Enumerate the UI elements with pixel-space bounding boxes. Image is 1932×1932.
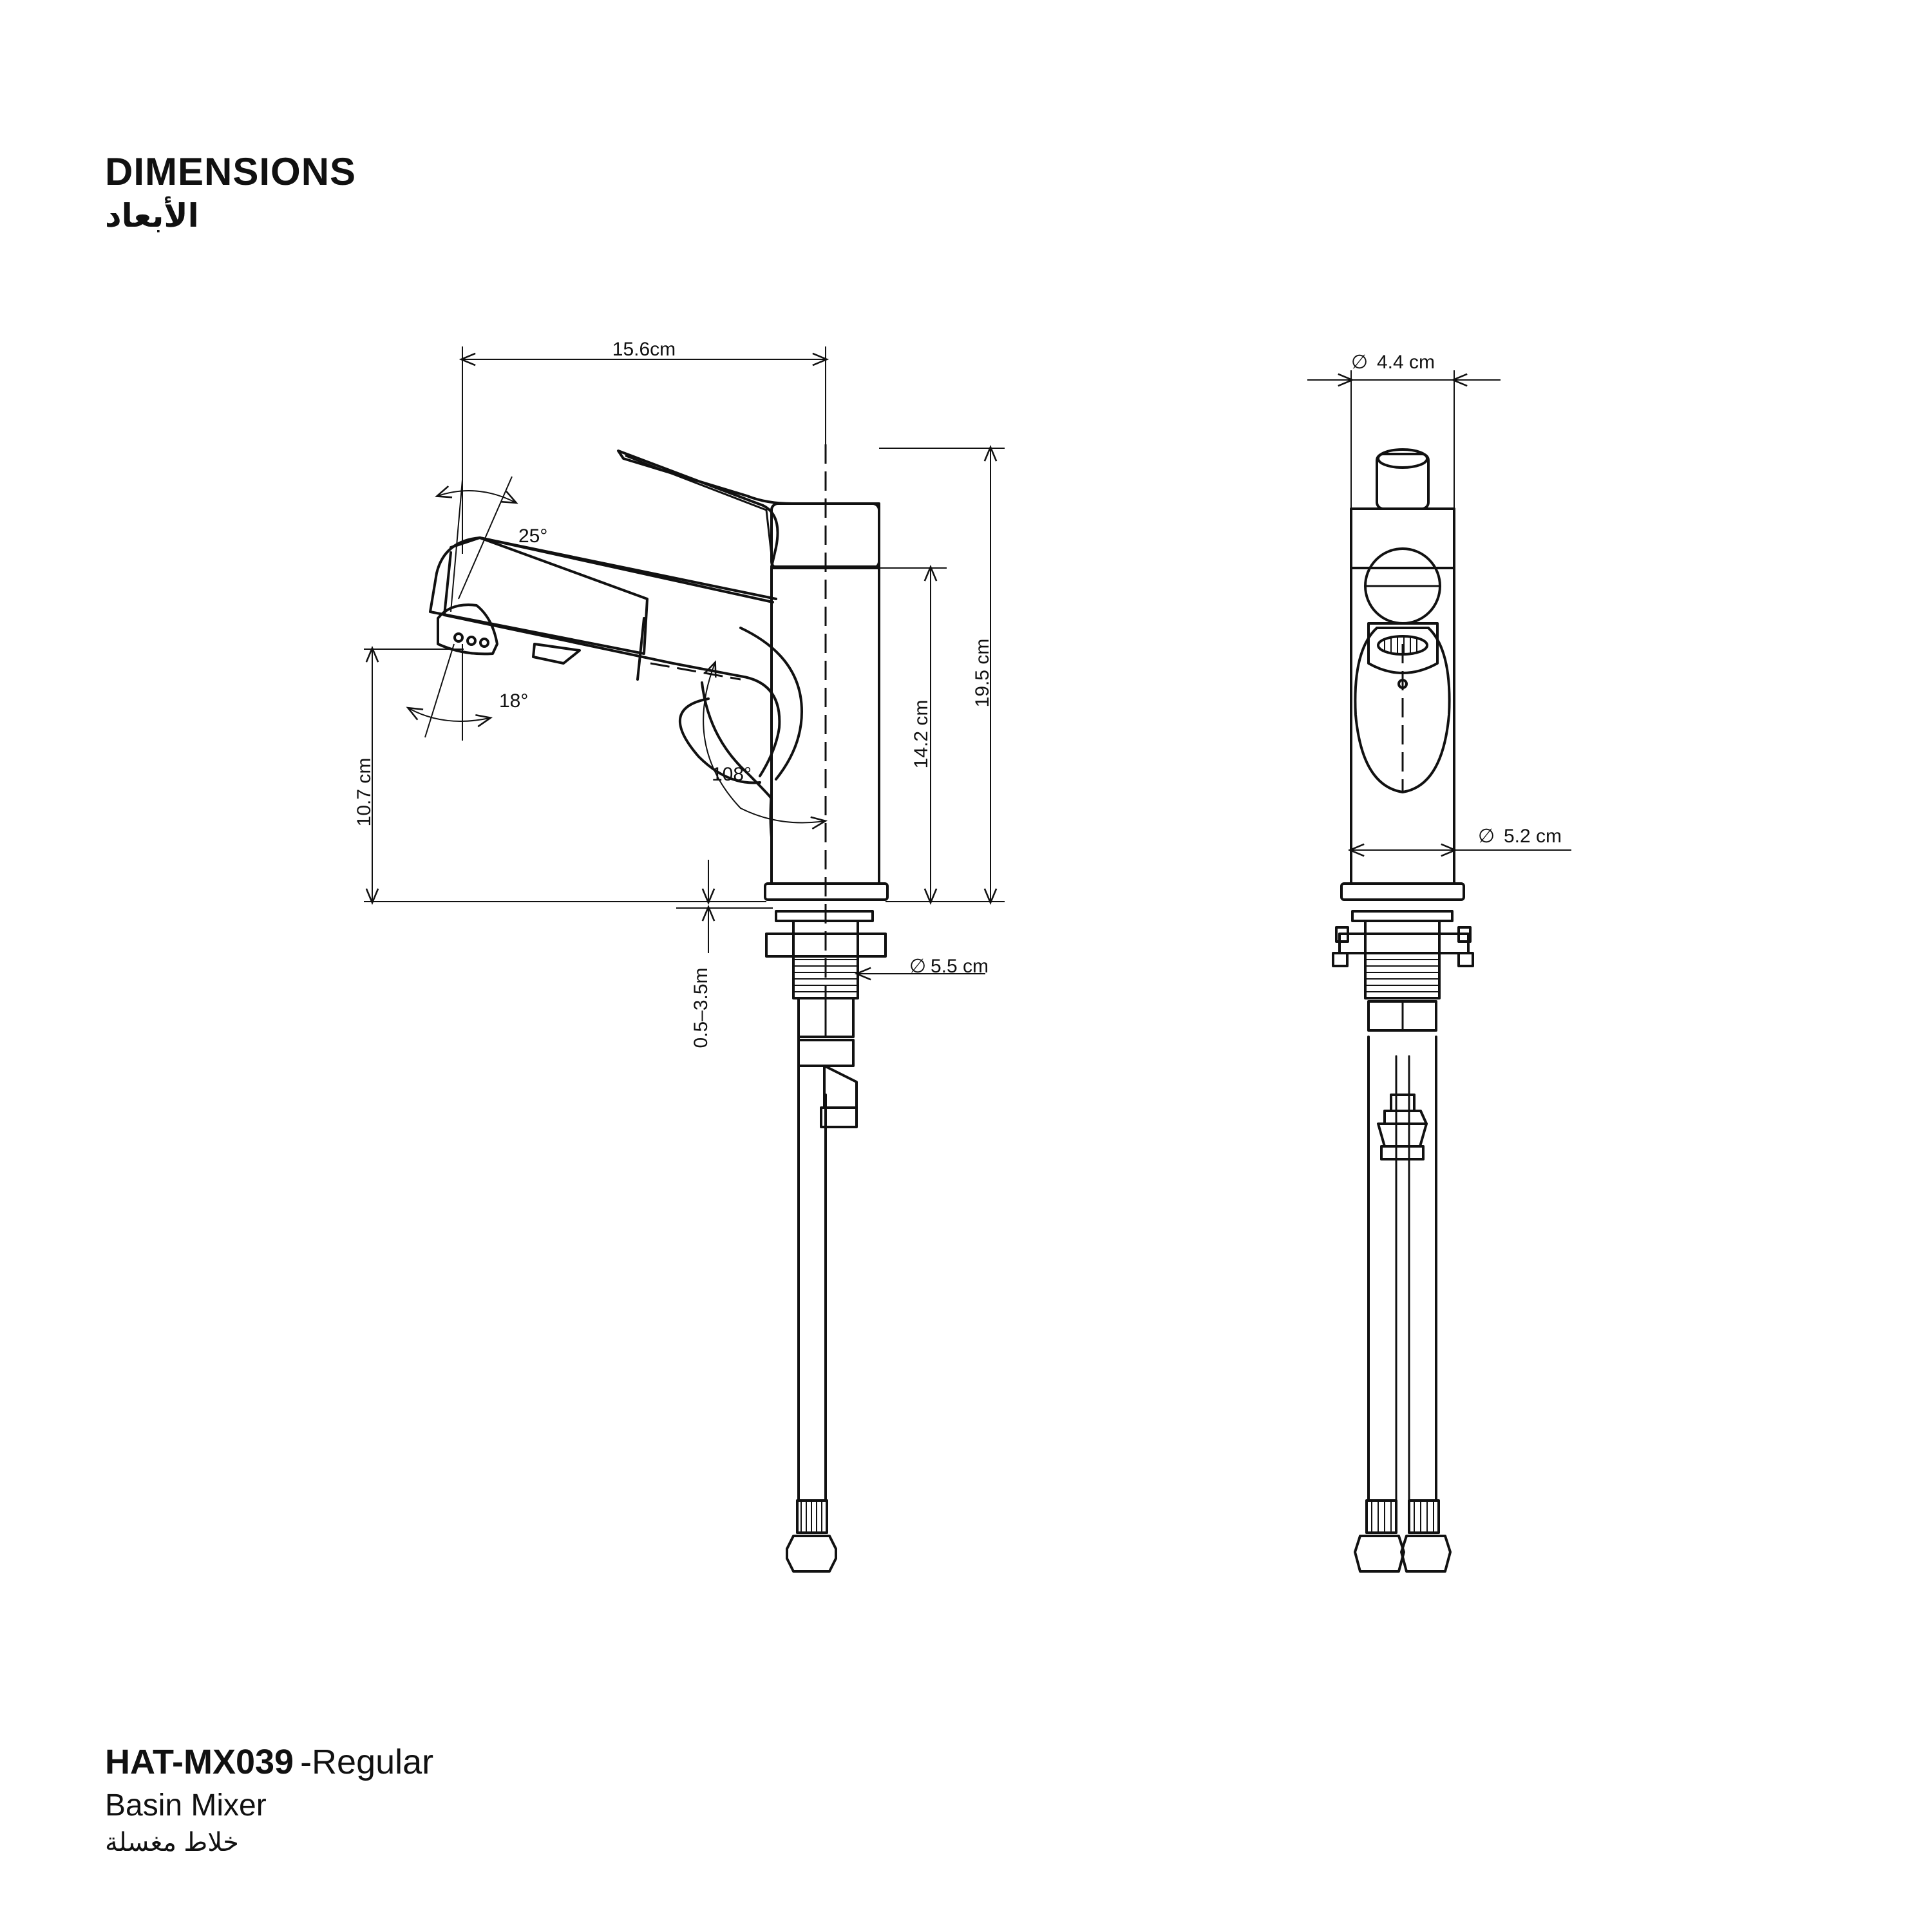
- spray-head: [429, 536, 649, 655]
- dim-spout-height: 10.7 cm: [354, 758, 375, 827]
- front-view: [1332, 448, 1474, 1573]
- dim-deck-thickness: 0.5–3.5m: [690, 967, 712, 1048]
- aerator-face: [1367, 622, 1439, 674]
- model-code: HAT-MX039: [105, 1743, 294, 1781]
- dim-body-diameter-symbol: ∅: [1478, 826, 1495, 847]
- hose-nut: [786, 1535, 837, 1573]
- dim-hole-diameter-symbol: ∅: [909, 956, 926, 977]
- dim-total-height: 19.5 cm: [972, 639, 993, 708]
- spout: [443, 536, 781, 784]
- page-title: DIMENSIONS: [105, 150, 357, 193]
- dim-hole-diameter: 5.5 cm: [931, 956, 989, 977]
- lever-knob: [1376, 453, 1430, 510]
- dim-handle-diameter: 4.4 cm: [1377, 352, 1435, 373]
- aerator: [437, 603, 498, 656]
- side-view: [429, 450, 889, 1573]
- dim-aerator-angle: 18°: [499, 690, 528, 712]
- model-line: HAT-MX039-Regular: [105, 1742, 433, 1782]
- dim-handle-diameter-symbol: ∅: [1351, 352, 1368, 373]
- model-variant: -Regular: [300, 1743, 434, 1781]
- dim-body-diameter: 5.2 cm: [1504, 826, 1562, 847]
- dim-lever-angle: 25°: [518, 526, 547, 547]
- dim-spout-angle: 108°: [712, 764, 752, 785]
- product-name: Basin Mixer: [105, 1788, 267, 1823]
- dim-spout-reach: 15.6cm: [612, 339, 676, 360]
- product-name-arabic: خلاط مغسلة: [105, 1828, 239, 1857]
- dim-body-height: 14.2 cm: [911, 700, 932, 769]
- page-title-arabic: الأبعاد: [105, 198, 199, 234]
